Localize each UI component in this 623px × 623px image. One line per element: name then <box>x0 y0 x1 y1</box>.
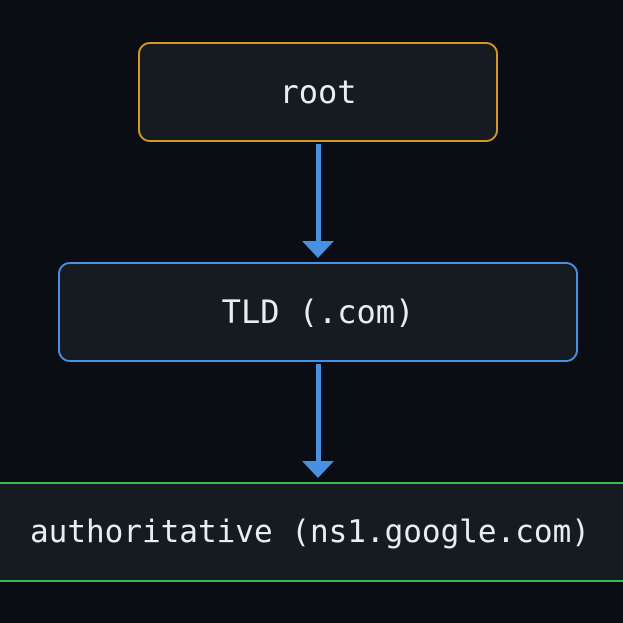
arrow-down-icon <box>302 461 334 478</box>
edge-tld-to-authoritative-line <box>316 364 321 466</box>
node-authoritative: authoritative (ns1.google.com) <box>0 482 623 582</box>
node-tld: TLD (.com) <box>58 262 578 362</box>
node-root-label: root <box>279 73 357 111</box>
edge-root-to-tld-line <box>316 144 321 246</box>
arrow-down-icon <box>302 241 334 258</box>
node-root: root <box>138 42 498 142</box>
node-tld-label: TLD (.com) <box>221 293 415 331</box>
node-authoritative-label: authoritative (ns1.google.com) <box>30 514 590 550</box>
